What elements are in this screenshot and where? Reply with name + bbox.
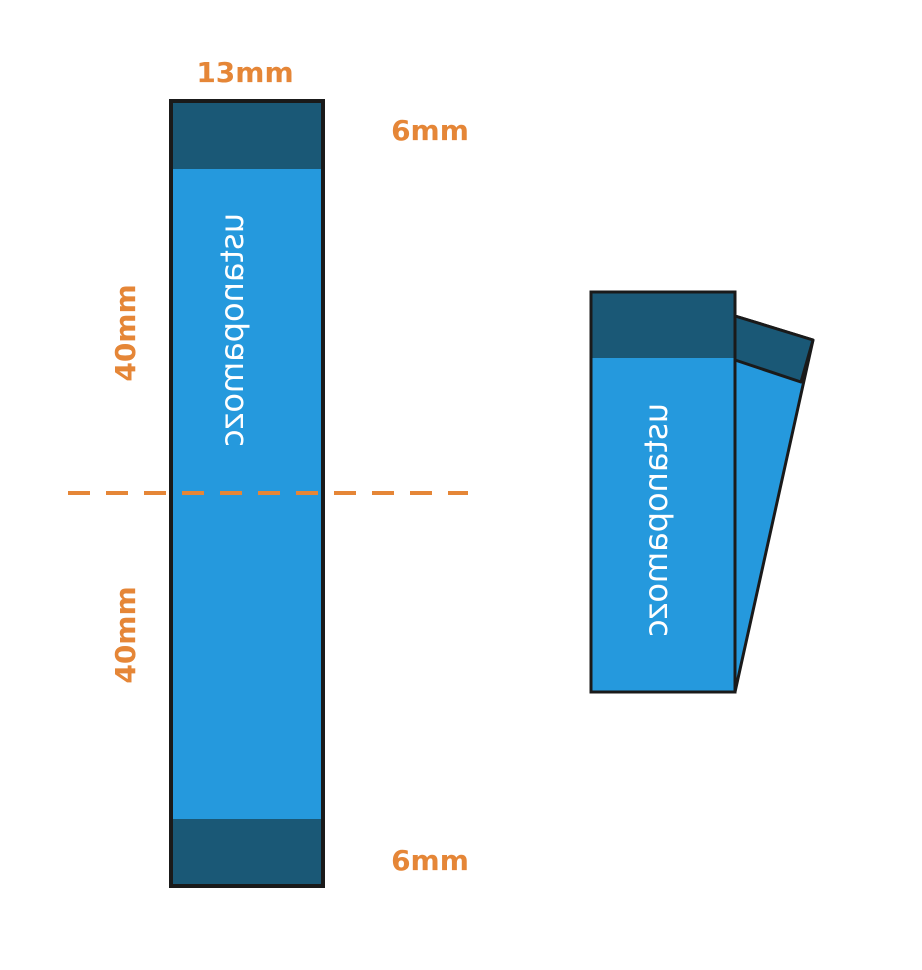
- folded-label-text: ustanopamozc: [637, 403, 675, 637]
- flat-label-top-band: [172, 102, 322, 169]
- folded-label-front-band: [591, 292, 735, 358]
- folded-label-front-outline: [589, 290, 737, 694]
- lower-length-dimension-label: 40mm: [109, 586, 142, 683]
- flat-label-text: ustanopamozc: [213, 213, 251, 447]
- flat-label-bottom-band: [172, 819, 322, 886]
- folded-label: ustanopamozc: [589, 290, 815, 694]
- flat-label: ustanopamozc: [169, 99, 325, 888]
- upper-length-dimension-label: 40mm: [109, 284, 142, 381]
- bottom-band-dimension-label: 6mm: [391, 844, 469, 877]
- top-band-dimension-label: 6mm: [391, 114, 469, 147]
- flat-label-outline: [169, 99, 325, 888]
- width-dimension-label: 13mm: [196, 56, 293, 89]
- folded-label-front-body: [591, 292, 735, 692]
